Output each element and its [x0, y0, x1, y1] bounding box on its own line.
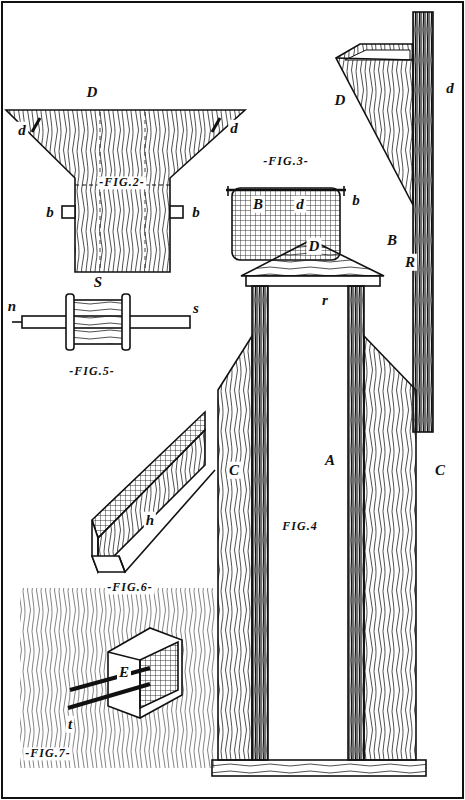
part-letter: S — [92, 274, 104, 291]
part-letter: r — [320, 292, 330, 309]
part-letter: A — [323, 452, 337, 469]
part-letter: d — [444, 80, 456, 97]
part-letter: s — [191, 300, 201, 317]
fig2-board — [6, 110, 245, 272]
figure-caption: -FIG.7- — [23, 747, 72, 760]
figure-caption: FIG.4 — [280, 520, 319, 533]
fig7-box — [20, 588, 215, 768]
fig6-trough — [92, 412, 215, 572]
part-letter: d — [16, 122, 28, 139]
part-letter: b — [190, 204, 202, 221]
part-letter: E — [117, 664, 131, 681]
fig5-spool — [12, 294, 190, 350]
part-letter: C — [433, 462, 447, 479]
part-letter: b — [350, 192, 362, 209]
part-letter: d — [294, 196, 306, 213]
part-letter: D — [85, 84, 100, 101]
part-letter: D — [333, 92, 348, 109]
part-letter: C — [227, 462, 241, 479]
part-letter: B — [385, 232, 399, 249]
part-letter: D — [307, 238, 322, 255]
figure-caption: -FIG.6- — [105, 581, 154, 594]
figure-caption: -FIG.2- — [97, 176, 146, 189]
part-letter: n — [6, 298, 18, 315]
fig4-box — [212, 240, 426, 776]
figure-caption: -FIG.3- — [261, 155, 310, 168]
part-letter: d — [228, 120, 240, 137]
part-letter: R — [403, 254, 417, 271]
part-letter: t — [66, 716, 74, 733]
part-letter: h — [144, 512, 156, 529]
figure-caption: -FIG.5- — [67, 365, 116, 378]
part-letter: B — [251, 196, 265, 213]
part-letter: b — [44, 204, 56, 221]
